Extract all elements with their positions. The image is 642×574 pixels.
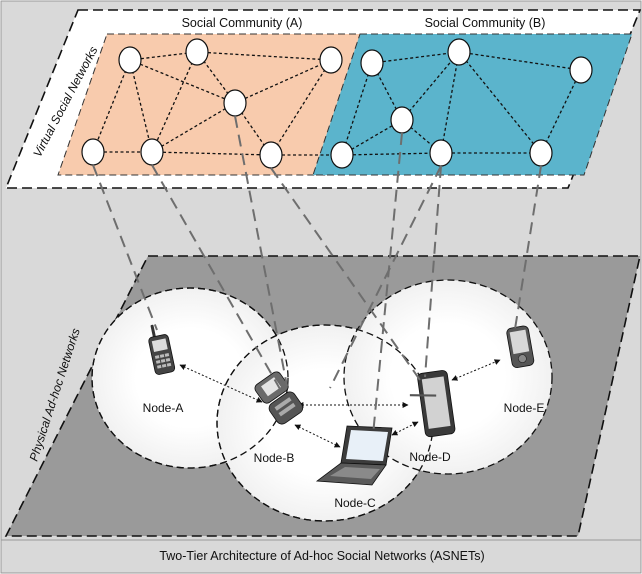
community-b-region — [312, 33, 633, 176]
node-e-label: Node-E — [504, 401, 545, 415]
tablet-icon — [409, 370, 456, 438]
node-c-label: Node-C — [334, 496, 376, 510]
cell-phone-icon — [148, 324, 176, 375]
diagram-caption: Two-Tier Architecture of Ad-hoc Social N… — [159, 549, 484, 563]
social-node — [118, 46, 142, 74]
node-a-label: Node-A — [143, 401, 184, 415]
community-b-label: Social Community (B) — [425, 16, 546, 30]
social-node — [390, 106, 414, 134]
social-node — [259, 141, 283, 169]
pda-icon — [506, 325, 535, 369]
social-node — [447, 38, 471, 66]
social-node — [429, 139, 453, 167]
social-node — [185, 38, 209, 66]
community-a-label: Social Community (A) — [182, 16, 303, 30]
social-nodes — [81, 38, 593, 169]
node-b-label: Node-B — [254, 451, 295, 465]
social-node — [569, 56, 593, 84]
social-node — [330, 141, 354, 169]
social-node — [529, 139, 553, 167]
virtual-tier: Social Community (A) Social Community (B… — [4, 9, 642, 189]
mapping-lines — [92, 115, 542, 436]
social-node — [319, 46, 343, 74]
social-node — [140, 138, 164, 166]
social-node — [81, 138, 105, 166]
physical-links — [179, 359, 501, 448]
physical-tier: Physical Ad-hoc Networks — [4, 255, 641, 537]
node-labels: Node-A Node-B Node-C Node-D Node-E — [143, 401, 545, 510]
node-d-label: Node-D — [409, 450, 451, 464]
social-node — [360, 49, 384, 77]
social-node — [223, 89, 247, 117]
laptop-icon — [315, 425, 393, 486]
